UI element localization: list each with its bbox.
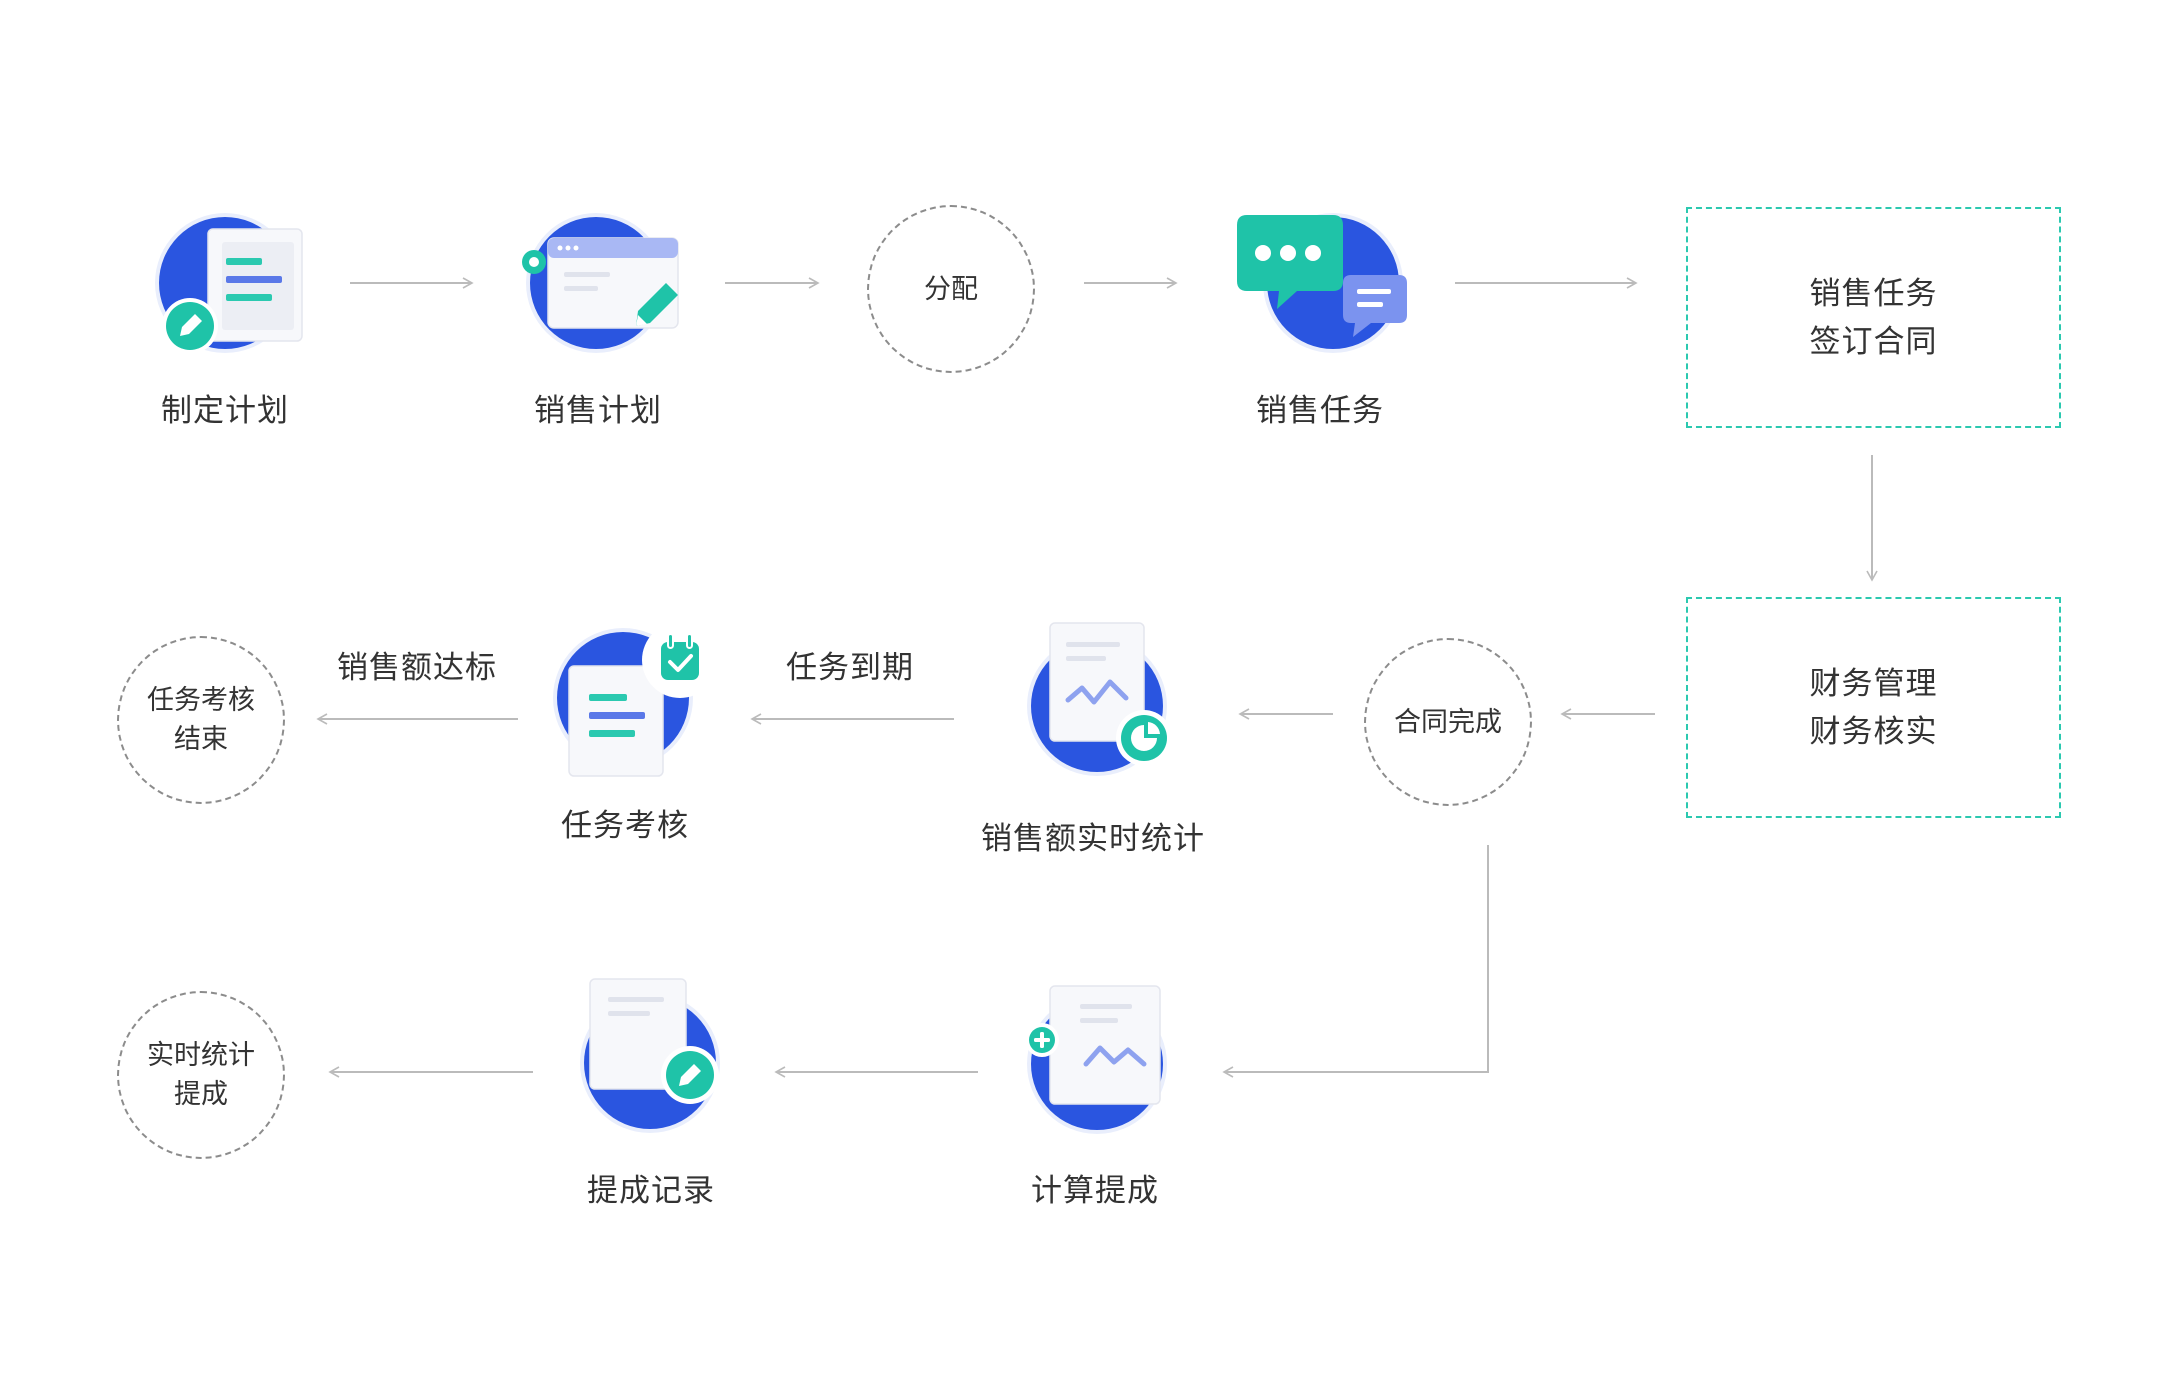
document-edit-icon — [580, 978, 720, 1133]
contract-box-line2: 签订合同 — [1809, 323, 1938, 360]
arrow-contract-done-to-calc — [1222, 845, 1489, 1078]
realtime-commission-line1: 实时统计 — [147, 1040, 255, 1071]
node-task-review-label: 任务考核 — [561, 808, 689, 844]
calendar-document-icon — [553, 622, 718, 777]
node-finance-box: 财务管理 财务核实 — [1686, 597, 2061, 818]
node-plan-label: 制定计划 — [161, 393, 289, 429]
node-sales-task-label: 销售任务 — [1256, 393, 1384, 429]
node-realtime-commission: 实时统计 提成 — [117, 991, 285, 1159]
node-assign: 分配 — [867, 205, 1035, 373]
add-chart-icon — [1025, 985, 1167, 1134]
node-sales-plan-label: 销售计划 — [534, 393, 662, 429]
edge-task-expire-label: 任务到期 — [786, 650, 914, 686]
node-commission-record-label: 提成记录 — [587, 1173, 715, 1209]
node-assign-label: 分配 — [924, 273, 978, 305]
finance-box-line1: 财务管理 — [1809, 665, 1938, 702]
finance-box-line2: 财务核实 — [1809, 713, 1938, 750]
node-contract-box: 销售任务 签订合同 — [1686, 207, 2061, 428]
chat-bubbles-icon — [1237, 213, 1407, 353]
contract-box-line1: 销售任务 — [1809, 275, 1938, 312]
node-contract-done: 合同完成 — [1364, 638, 1532, 806]
edge-sales-target-label: 销售额达标 — [337, 650, 497, 686]
node-realtime-stats-label: 销售额实时统计 — [981, 821, 1205, 857]
chart-document-icon — [1027, 622, 1172, 776]
review-end-line2: 结束 — [174, 724, 228, 755]
node-contract-done-label: 合同完成 — [1394, 706, 1502, 738]
node-review-end: 任务考核 结束 — [117, 636, 285, 804]
plan-document-edit-icon — [155, 213, 303, 354]
node-calc-commission-label: 计算提成 — [1031, 1173, 1159, 1209]
review-end-line1: 任务考核 — [147, 685, 255, 716]
realtime-commission-line2: 提成 — [174, 1079, 228, 1110]
browser-edit-icon — [522, 213, 679, 353]
